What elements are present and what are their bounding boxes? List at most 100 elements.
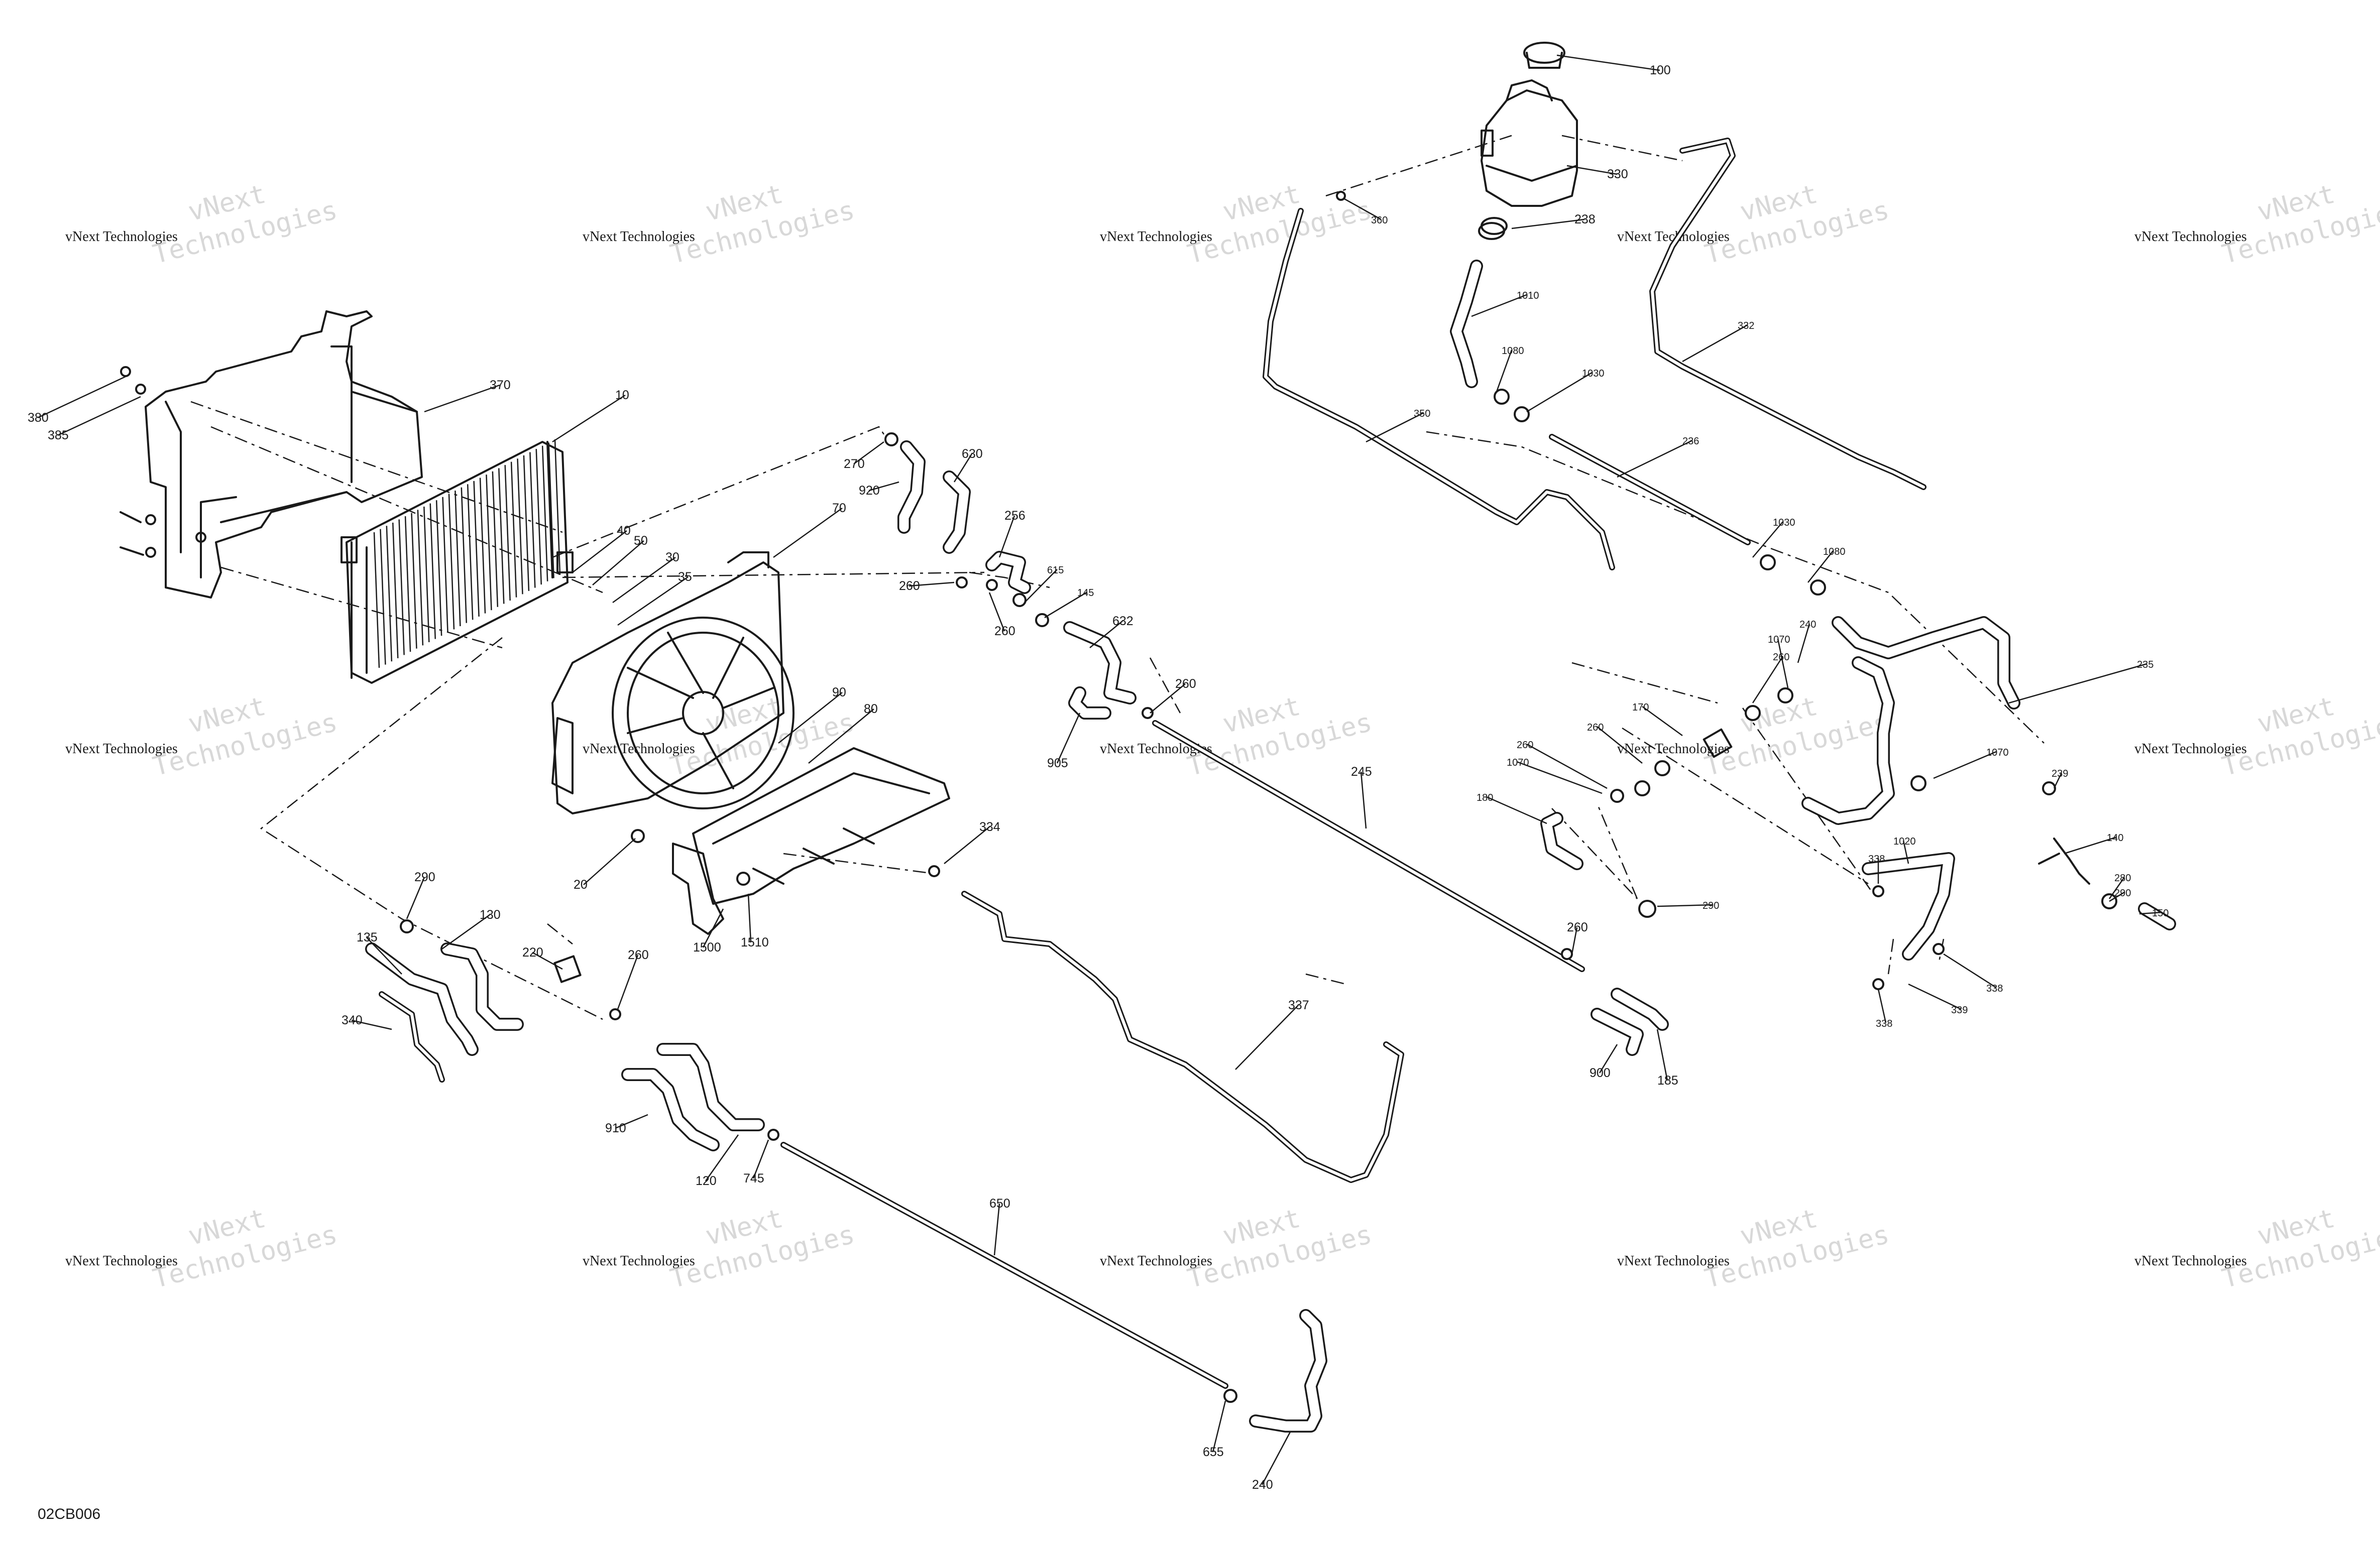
callout-leader <box>1656 1029 1668 1081</box>
callout-label-c185: 185 <box>1657 1074 1678 1088</box>
callout-label-c1030b: 1030 <box>1773 517 1795 528</box>
radiator-bracket-370 <box>120 310 423 599</box>
watermark-line2: vNext Technologies <box>2134 229 2247 245</box>
callout-label-c220: 220 <box>522 945 543 960</box>
callout-leader <box>424 384 500 413</box>
callout-label-c1500: 1500 <box>693 940 721 955</box>
callout-label-c260b: 260 <box>994 624 1015 638</box>
callout-label-c290b: 290 <box>1703 900 1719 911</box>
callout-label-c1020: 1020 <box>1893 836 1916 847</box>
callout-leader-lines <box>37 54 2163 1485</box>
callout-label-c80: 80 <box>864 702 878 716</box>
callout-leader <box>406 877 425 919</box>
callout-leader <box>1797 623 1810 663</box>
callout-label-c100: 100 <box>1650 63 1671 77</box>
callout-label-c338b: 338 <box>1986 983 2003 994</box>
callout-leader <box>1642 705 1683 737</box>
callout-leader <box>1496 349 1513 392</box>
callout-label-c1510: 1510 <box>741 935 769 949</box>
callout-leader <box>1571 927 1578 955</box>
callout-label-c145: 145 <box>1077 587 1094 599</box>
callout-leader <box>778 692 843 744</box>
callout-label-c30: 30 <box>665 550 679 564</box>
callout-leader <box>702 908 724 948</box>
callout-leader <box>2139 911 2163 915</box>
callout-leader <box>2109 891 2125 902</box>
watermark-line2: vNext Technologies <box>2134 1253 2247 1269</box>
callout-leader <box>1526 743 1608 789</box>
callout-leader <box>1089 621 1123 648</box>
callout-label-c260h: 260 <box>628 948 649 962</box>
callout-label-c910: 910 <box>605 1121 626 1135</box>
callout-label-c140: 140 <box>2107 833 2123 844</box>
callout-leader <box>988 592 1005 632</box>
callout-label-c120: 120 <box>696 1174 717 1188</box>
callout-leader <box>944 826 990 864</box>
callout-label-c360: 360 <box>1371 215 1388 226</box>
callout-leader <box>1024 569 1058 603</box>
callout-leader <box>617 955 639 1010</box>
callout-label-c130: 130 <box>480 908 501 922</box>
callout-label-c50: 50 <box>634 534 648 548</box>
callout-label-c350: 350 <box>1414 408 1430 419</box>
callout-leader <box>853 441 884 465</box>
callout-leader <box>1933 751 1997 779</box>
callout-leader <box>1657 904 1713 907</box>
callout-leader <box>1486 796 1547 824</box>
callout-label-c1010: 1010 <box>1517 290 1539 301</box>
callout-leader <box>1235 1005 1299 1070</box>
callout-leader <box>2053 772 2063 789</box>
callout-leader <box>1752 521 1783 558</box>
callout-label-c238: 238 <box>1574 212 1596 226</box>
callout-label-c615: 615 <box>1047 565 1064 576</box>
callout-label-c745: 745 <box>743 1171 764 1185</box>
callout-label-c650: 650 <box>989 1197 1010 1211</box>
watermark-line2: vNext Technologies <box>2134 741 2247 757</box>
callout-label-c655: 655 <box>1203 1445 1224 1459</box>
callout-leader <box>1682 324 1748 363</box>
callout-leader <box>532 952 563 970</box>
callout-leader <box>1752 656 1784 703</box>
callout-leader <box>552 394 626 443</box>
watermark-line2: vNext Technologies <box>583 229 695 245</box>
callout-label-c332: 332 <box>1738 320 1754 331</box>
callout-leader <box>2008 663 2147 704</box>
callout-leader <box>2108 877 2125 899</box>
callout-label-c245: 245 <box>1351 765 1372 779</box>
callout-label-c330: 330 <box>1607 167 1628 181</box>
callout-leader <box>1261 1431 1292 1485</box>
callout-leader <box>615 1114 648 1129</box>
callout-leader <box>1599 1044 1618 1074</box>
callout-label-c240b: 240 <box>1252 1478 1273 1492</box>
callout-leader <box>617 576 689 626</box>
callout-leader <box>1943 953 1997 989</box>
watermark-line2: vNext Technologies <box>1100 1253 1212 1269</box>
rigid-tube-set <box>780 138 1926 1389</box>
callout-leader <box>1150 683 1186 714</box>
callout-leader <box>1511 218 1585 229</box>
callout-label-c280: 280 <box>2114 873 2131 884</box>
callout-label-c632: 632 <box>1112 614 1134 628</box>
callout-leader <box>1471 294 1527 317</box>
assembly-dash-lines <box>190 135 2045 1020</box>
diagram-code: 02CB006 <box>38 1506 100 1522</box>
watermark-line2: vNext Technologies <box>65 741 178 757</box>
callout-leader <box>1556 54 1660 71</box>
callout-label-c240a: 240 <box>1799 619 1816 630</box>
callout-label-c920: 920 <box>859 484 880 498</box>
callout-label-c260a: 260 <box>899 579 920 593</box>
callout-label-c290a: 290 <box>414 870 435 884</box>
callout-leader <box>1212 1400 1226 1453</box>
callout-leader <box>1044 591 1088 619</box>
callout-label-c338c: 338 <box>1876 1018 1892 1029</box>
watermark-line2: vNext Technologies <box>1617 1253 1730 1269</box>
callout-label-c260f: 260 <box>1517 740 1533 751</box>
